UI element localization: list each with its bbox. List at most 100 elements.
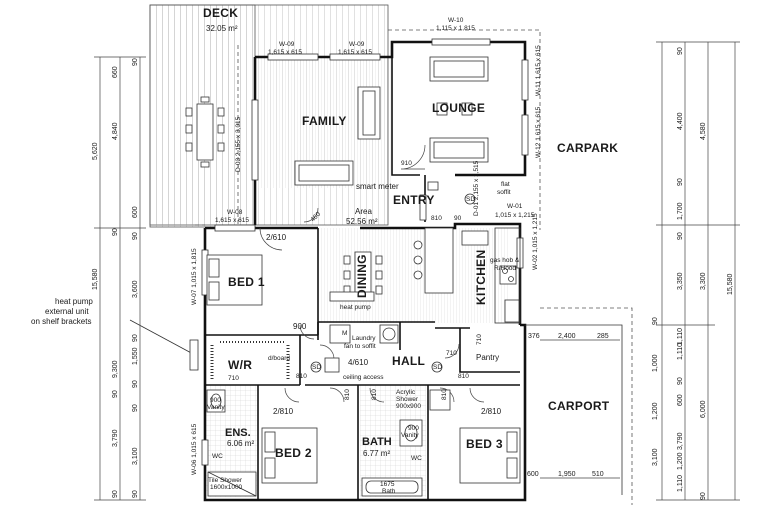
w01-name: W-01 [507, 203, 523, 210]
door-810d-label: 810 [371, 389, 378, 400]
door-810a-label: 810 [296, 373, 307, 380]
w11-label: W-11 1,615 x 615 [535, 45, 542, 96]
dim-right-3300: 3,300 [700, 272, 707, 290]
w09a-name: W-09 [279, 41, 295, 48]
ens-vanity-label: 900 [210, 397, 221, 404]
dim-left-3790: 3,790 [112, 429, 119, 447]
dim-carport-top-376: 376 [528, 333, 540, 340]
door-900-label: 900 [293, 322, 307, 331]
dim-carport-bottom-600: 600 [527, 471, 539, 478]
ens-area-label: 6.06 m² [227, 439, 254, 448]
lounge-label: LOUNGE [432, 101, 485, 115]
wr-label: W/R [228, 358, 252, 372]
dining-table-icon [343, 251, 383, 299]
laundry-label: Laundry [352, 335, 376, 342]
deck-area-label: 32.05 m² [206, 24, 238, 33]
w09a-size: 1,615 x 615 [268, 49, 302, 56]
w09b-name: W-09 [349, 41, 365, 48]
dim-carport-1110: 1,110 [677, 328, 684, 345]
dim-left-tick: 90 [112, 390, 119, 398]
hall-label: HALL [392, 354, 425, 368]
heat-pump-label: heat pump [340, 304, 371, 311]
ens-label: ENS. [225, 427, 251, 439]
dim-left-3100: 3,100 [132, 447, 139, 465]
dim-left-tick: 90 [132, 490, 139, 498]
dim-right-90c: 90 [677, 232, 684, 240]
carpark-label: CARPARK [557, 141, 618, 155]
door-710-label: 710 [476, 334, 483, 345]
bed-icon [206, 254, 521, 484]
family-sofa-icon [294, 86, 381, 186]
bath-label: BATH [362, 436, 392, 448]
dim-left-tick: 90 [132, 58, 139, 66]
tile-shower-label: Tile Shower [208, 477, 243, 484]
ceiling-access-icon [324, 357, 340, 373]
acrylic-shower-label-2: Shower [396, 396, 419, 403]
kitchen-label: KITCHEN [474, 250, 488, 305]
dim-carport-1110b: 1,110 [677, 343, 684, 360]
dim-right-3350: 3,350 [677, 272, 684, 290]
gas-hob-label-2: R/Hood [494, 265, 516, 272]
w12-label: W-12 1,615 x 615 [535, 106, 542, 158]
w07-label: W-07 1,015 x 1,815 [191, 248, 198, 305]
bath-vanity-label-2: Vanity [401, 432, 419, 439]
door-90-label: 90 [454, 215, 462, 222]
dim-carport-bottom-1950: 1,950 [558, 471, 576, 478]
door-2-610-label: 2/610 [266, 233, 287, 242]
tile-shower-label-2: 1600x1000 [210, 484, 243, 491]
bath-area-label: 6.77 m² [363, 449, 390, 458]
dim-right-90: 90 [677, 47, 684, 55]
bed1-label: BED 1 [228, 275, 265, 289]
dim-carport-6000: 6,000 [700, 400, 707, 418]
entry-smoke-detector-label: SD [466, 196, 475, 203]
laundry-m-label: M [342, 330, 347, 337]
flat-soffit-label-2: soffit [497, 189, 511, 196]
dim-left-4840: 4,840 [112, 122, 119, 140]
door-910-label: 910 [401, 160, 412, 167]
w08-name: W-08 [227, 209, 243, 216]
flat-soffit-label: flat [501, 181, 510, 188]
acrylic-shower-label-3: 900x900 [396, 403, 421, 410]
dim-left-tick: 90 [132, 334, 139, 342]
wardrobe-rail-icon [210, 341, 290, 380]
dim-carport-600: 600 [677, 394, 684, 406]
bath-tub-label: 1675 [380, 481, 395, 488]
dim-left-5620: 5,620 [92, 142, 99, 160]
w08-size: 1,615 x 615 [215, 217, 249, 224]
ceiling-access-label: ceiling access [343, 374, 384, 381]
bath-wc-label: WC [411, 455, 422, 462]
ens-vanity-label-2: Vanity [207, 404, 225, 411]
dboard-label: d/board [268, 355, 290, 362]
pantry-label: Pantry [476, 353, 499, 362]
d03-label: D-03 2,155 x 3,015 [235, 116, 242, 172]
gas-hob-label: gas hob & [490, 257, 520, 264]
dim-left-15580: 15,580 [92, 268, 99, 290]
bathroom-fixtures-icon [206, 324, 451, 497]
dim-left-660: 660 [112, 66, 119, 78]
w06-label: W-06 1,015 x 615 [191, 423, 198, 475]
dim-right-4400: 4,400 [677, 112, 684, 130]
w09b-size: 1,615 x 615 [338, 49, 372, 56]
dim-right-1700: 1,700 [677, 202, 684, 220]
area-label: Area [355, 207, 372, 216]
dim-carport-3100: 3,100 [652, 448, 659, 466]
dimension-lines [94, 41, 740, 501]
deck-label: DECK [203, 6, 238, 20]
dim-carport-90b: 90 [677, 377, 684, 385]
acrylic-shower-label: Acrylic [396, 389, 416, 396]
dim-left-tick: 90 [132, 404, 139, 412]
door-810e-label: 810 [441, 389, 448, 400]
bed2-label: BED 2 [275, 446, 312, 460]
w01-size: 1,015 x 1,215 [495, 212, 535, 219]
dim-carport-3790: 3,790 [677, 432, 684, 450]
dim-left-1550: 1,550 [132, 347, 139, 365]
dim-carport-1110c: 1,110 [677, 475, 684, 492]
dim-carport-1000: 1,000 [652, 354, 659, 372]
dim-carport-90: 90 [652, 317, 659, 325]
kitchen-bench-icon [413, 227, 521, 324]
dim-right-4580: 4,580 [700, 122, 707, 140]
dim-left-3600: 3,600 [132, 280, 139, 298]
heat-pump-leader [129, 291, 375, 371]
dim-right-90b: 90 [677, 178, 684, 186]
dim-left-tick: 90 [112, 490, 119, 498]
